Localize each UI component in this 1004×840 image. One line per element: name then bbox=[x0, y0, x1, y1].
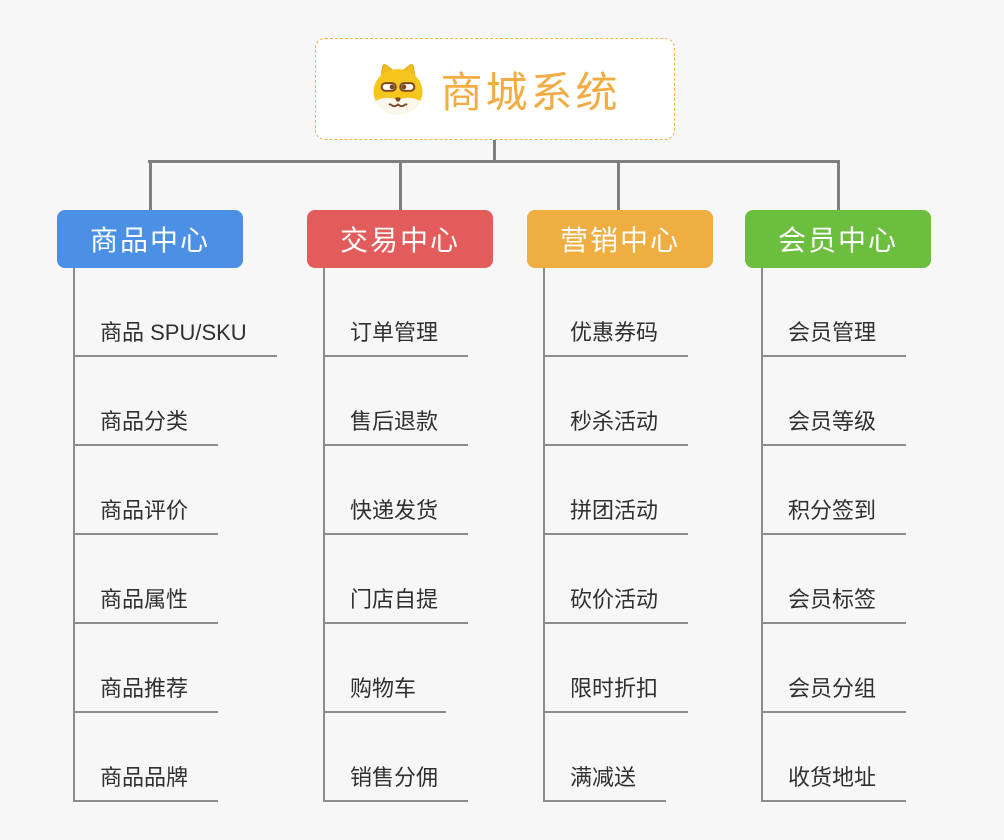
leaf-node[interactable]: 限时折扣 bbox=[543, 671, 689, 713]
branch-header-member-center[interactable]: 会员中心 bbox=[745, 210, 931, 268]
connector-horizontal bbox=[148, 160, 839, 163]
branch-member-center: 会员中心 会员管理 会员等级 积分签到 会员标签 会员分组 收货地址 bbox=[745, 210, 995, 802]
leaf-node[interactable]: 订单管理 bbox=[323, 315, 469, 357]
leaf-node[interactable]: 商品推荐 bbox=[73, 671, 219, 713]
leaf-node[interactable]: 秒杀活动 bbox=[543, 404, 689, 446]
branch-marketing-center: 营销中心 优惠券码 秒杀活动 拼团活动 砍价活动 限时折扣 满减送 bbox=[527, 210, 777, 802]
connector-branch-stub bbox=[149, 160, 152, 210]
leaf-node[interactable]: 收货地址 bbox=[761, 760, 907, 802]
leaf-node[interactable]: 商品 SPU/SKU bbox=[73, 315, 277, 357]
branch-header-marketing-center[interactable]: 营销中心 bbox=[527, 210, 713, 268]
connector-branch-stub bbox=[617, 160, 620, 210]
branch-product-center: 商品中心 商品 SPU/SKU 商品分类 商品评价 商品属性 商品推荐 商品品牌 bbox=[57, 210, 307, 802]
branch-leaves: 订单管理 售后退款 快递发货 门店自提 购物车 销售分佣 bbox=[307, 268, 557, 802]
branch-header-trade-center[interactable]: 交易中心 bbox=[307, 210, 493, 268]
leaf-node[interactable]: 商品评价 bbox=[73, 493, 219, 535]
leaf-node[interactable]: 商品属性 bbox=[73, 582, 219, 624]
branch-leaves: 会员管理 会员等级 积分签到 会员标签 会员分组 收货地址 bbox=[745, 268, 995, 802]
branch-leaves: 优惠券码 秒杀活动 拼团活动 砍价活动 限时折扣 满减送 bbox=[527, 268, 777, 802]
leaf-node[interactable]: 商品分类 bbox=[73, 404, 219, 446]
leaf-node[interactable]: 砍价活动 bbox=[543, 582, 689, 624]
root-title: 商城系统 bbox=[440, 68, 621, 116]
leaf-node[interactable]: 会员分组 bbox=[761, 671, 907, 713]
leaf-node[interactable]: 会员管理 bbox=[761, 315, 907, 357]
leaf-node[interactable]: 积分签到 bbox=[761, 493, 907, 535]
branch-trade-center: 交易中心 订单管理 售后退款 快递发货 门店自提 购物车 销售分佣 bbox=[307, 210, 557, 802]
leaf-node[interactable]: 销售分佣 bbox=[323, 760, 469, 802]
leaf-node[interactable]: 满减送 bbox=[543, 760, 667, 802]
leaf-node[interactable]: 售后退款 bbox=[323, 404, 469, 446]
doge-icon bbox=[374, 64, 423, 115]
leaf-node[interactable]: 购物车 bbox=[323, 671, 447, 713]
leaf-node[interactable]: 优惠券码 bbox=[543, 315, 689, 357]
branch-header-product-center[interactable]: 商品中心 bbox=[57, 210, 243, 268]
connector-root-stub bbox=[493, 139, 496, 162]
root-node[interactable]: 商城系统 bbox=[315, 38, 675, 140]
leaf-node[interactable]: 快递发货 bbox=[323, 493, 469, 535]
branch-leaves: 商品 SPU/SKU 商品分类 商品评价 商品属性 商品推荐 商品品牌 bbox=[57, 268, 307, 802]
leaf-node[interactable]: 商品品牌 bbox=[73, 760, 219, 802]
connector-branch-stub bbox=[837, 160, 840, 210]
leaf-node[interactable]: 会员等级 bbox=[761, 404, 907, 446]
connector-branch-stub bbox=[399, 160, 402, 210]
leaf-node[interactable]: 门店自提 bbox=[323, 582, 469, 624]
leaf-node[interactable]: 拼团活动 bbox=[543, 493, 689, 535]
leaf-node[interactable]: 会员标签 bbox=[761, 582, 907, 624]
